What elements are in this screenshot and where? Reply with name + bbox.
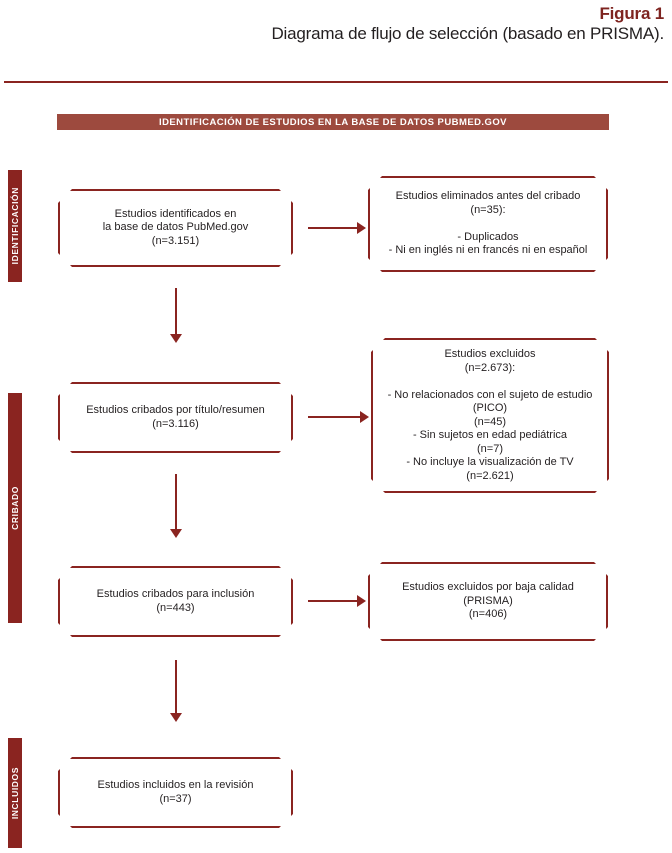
arrow-head-icon [357,595,366,607]
arrow-head-icon [170,713,182,722]
flow-box-studies-excluded-low-quality-text: Estudios excluidos por baja calidad (PRI… [402,581,574,621]
figure-number: Figura 1 [599,4,664,23]
arrow-shaft [175,288,177,335]
stage-label-identificacion: IDENTIFICACIÓN [10,187,20,265]
flow-box-studies-eligibility: Estudios cribados para inclusión (n=443) [58,566,293,637]
arrow-right-screened-to-excluded [308,410,369,424]
arrow-head-icon [360,411,369,423]
flow-box-studies-excluded-text: Estudios excluidos (n=2.673): - No relac… [387,348,593,482]
stage-label-incluidos: INCLUIDOS [10,766,20,820]
arrow-right-eligibility-to-low-quality [308,594,366,608]
header-divider [4,81,668,83]
stage-bar-incluidos: INCLUIDOS [8,738,22,848]
flow-box-studies-included-text: Estudios incluidos en la revisión (n=37) [97,779,254,805]
flow-box-studies-screened: Estudios cribados por título/resumen (n=… [58,382,293,453]
arrow-right-identified-to-removed [308,221,366,235]
flow-box-studies-removed-text: Estudios eliminados antes del cribado (n… [388,190,588,257]
flow-box-studies-removed-before-screening: Estudios eliminados antes del cribado (n… [368,176,608,272]
arrow-down-identified-to-screened [169,288,183,343]
flow-box-studies-excluded-low-quality: Estudios excluidos por baja calidad (PRI… [368,562,608,641]
arrow-down-screened-to-eligibility [169,474,183,538]
stage-bar-identificacion: IDENTIFICACIÓN [8,170,22,282]
stage-label-cribado: CRIBADO [10,486,20,530]
arrow-shaft [175,474,177,530]
arrow-down-eligibility-to-included [169,660,183,722]
identification-source-banner: IDENTIFICACIÓN DE ESTUDIOS EN LA BASE DE… [57,114,609,130]
arrow-head-icon [170,334,182,343]
arrow-shaft [308,416,361,418]
arrow-head-icon [357,222,366,234]
arrow-head-icon [170,529,182,538]
flow-box-studies-identified: Estudios identificados en la base de dat… [58,189,293,267]
flow-box-studies-excluded: Estudios excluidos (n=2.673): - No relac… [371,338,609,493]
flow-box-studies-identified-text: Estudios identificados en la base de dat… [102,207,249,247]
figure-header: Figura 1 Diagrama de flujo de selección … [0,0,672,90]
arrow-shaft [175,660,177,714]
figure-caption: Diagrama de flujo de selección (basado e… [271,24,664,43]
flow-box-studies-screened-text: Estudios cribados por título/resumen (n=… [86,404,265,430]
arrow-shaft [308,227,358,229]
arrow-shaft [308,600,358,602]
flow-box-studies-included: Estudios incluidos en la revisión (n=37) [58,757,293,828]
flow-box-studies-eligibility-text: Estudios cribados para inclusión (n=443) [96,588,255,614]
stage-bar-cribado: CRIBADO [8,393,22,623]
